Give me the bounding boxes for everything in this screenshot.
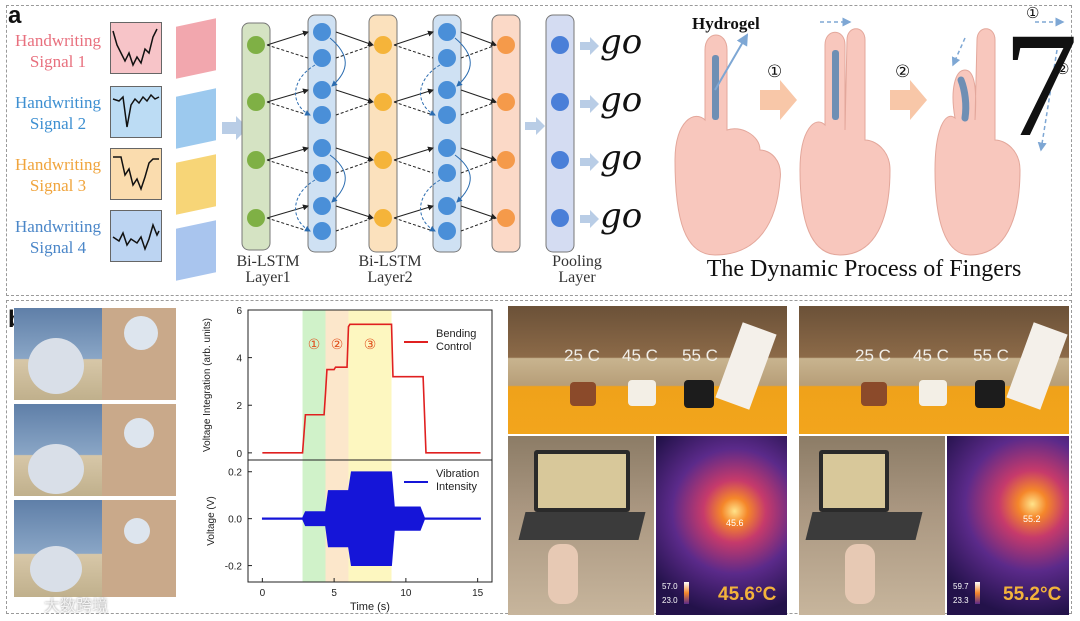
lab-photo-1 xyxy=(508,436,654,615)
thermal-photo-1: 45.6 57.0 23.0 45.6°C xyxy=(656,436,787,615)
output-go-3: go xyxy=(600,138,643,178)
thermal-scale-lo-1: 23.0 xyxy=(662,596,678,605)
vr-cup-scene-2: 25 C 45 C 55 C xyxy=(799,306,1069,434)
bending-ytick-label-3: 6 xyxy=(236,306,242,317)
thermal-spot-2: 55.2 xyxy=(1023,514,1041,524)
cup-black-2 xyxy=(975,380,1005,408)
hand-1 xyxy=(674,33,781,256)
vr-photo-1 xyxy=(14,308,176,400)
bilstm-layer2-label: Bi-LSTM Layer2 xyxy=(358,253,422,286)
thermal-colorbar-1 xyxy=(684,582,689,604)
cup-temp-45-1: 45 C xyxy=(622,346,658,365)
vibration-ytick-label-1: 0.0 xyxy=(228,515,242,526)
region-label-2: ② xyxy=(331,337,344,353)
signal-label-4: Handwriting Signal 4 xyxy=(15,217,101,257)
signal-label-3: Handwriting Signal 3 xyxy=(15,155,101,195)
xtick-label-2: 10 xyxy=(400,588,412,599)
bending-ytick-label-1: 2 xyxy=(236,401,242,412)
cup-temp-45-2: 45 C xyxy=(913,346,949,365)
network-diagram xyxy=(176,14,599,281)
cup-temp-55-2: 55 C xyxy=(973,346,1009,365)
thermal-scale-hi-2: 59.7 xyxy=(953,582,969,591)
bending-y-axis-label: Voltage Integration (arb. units) xyxy=(202,318,213,452)
watermark: 大数跨境 xyxy=(44,596,109,615)
vibration-ytick-label-2: -0.2 xyxy=(225,562,243,573)
thermal-spot-1: 45.6 xyxy=(726,518,744,528)
vr-photo-2 xyxy=(14,404,176,496)
thermal-reading-2: 55.2°C xyxy=(1003,584,1062,605)
thermal-reading-1: 45.6°C xyxy=(718,584,777,605)
cup-temp-25-1: 25 C xyxy=(564,346,600,365)
bilstm-layer1-label: Bi-LSTM Layer1 xyxy=(236,253,300,286)
bending-ytick-label-2: 4 xyxy=(236,354,242,365)
cup-black-1 xyxy=(684,380,714,408)
hand-2 xyxy=(799,17,891,256)
signal-plot-3 xyxy=(110,148,162,200)
output-go-2: go xyxy=(600,80,643,120)
x-axis-label: Time (s) xyxy=(350,601,390,613)
cup-white-1 xyxy=(628,380,656,406)
vibration-y-axis-label: Voltage (V) xyxy=(206,496,217,545)
panel-a-label: a xyxy=(8,2,22,29)
signal-label-2: Handwriting Signal 2 xyxy=(15,93,101,133)
cup-brown-2 xyxy=(861,382,887,406)
bending-series-line xyxy=(262,323,481,454)
hand-3 xyxy=(934,28,1021,256)
xtick-label-3: 15 xyxy=(472,588,484,599)
signal-plot-4 xyxy=(110,210,162,262)
step-2-marker: ② xyxy=(895,62,911,81)
region-label-1: ① xyxy=(308,337,321,353)
thermal-colorbar-2 xyxy=(975,582,980,604)
seven-step-1: ① xyxy=(1026,5,1040,22)
bending-legend-line-2: Control xyxy=(436,341,471,353)
panel-a xyxy=(6,5,1072,296)
grid-pattern-blue xyxy=(176,88,216,149)
step-1-marker: ① xyxy=(767,62,783,81)
cup-brown-1 xyxy=(570,382,596,406)
hydrogel-label: Hydrogel xyxy=(692,14,760,33)
pooling-layer-label: Pooling Layer xyxy=(552,253,602,286)
grid-pattern-blue-2 xyxy=(176,220,216,281)
region-label-3: ③ xyxy=(364,337,377,353)
cup-temp-25-2: 25 C xyxy=(855,346,891,365)
finger-process-illustration xyxy=(674,17,1065,256)
vibration-ytick-label-0: 0.2 xyxy=(228,468,242,479)
thermal-photo-2: 55.2 59.7 23.3 55.2°C xyxy=(947,436,1069,615)
thermal-scale-lo-2: 23.3 xyxy=(953,596,969,605)
grid-pattern-yellow xyxy=(176,154,216,215)
vibration-plot-frame xyxy=(247,459,493,583)
vibration-series-band xyxy=(261,471,481,566)
vibration-legend-line-2: Intensity xyxy=(436,481,477,493)
seven-step-2: ② xyxy=(1056,61,1070,78)
signal-plot-2 xyxy=(110,86,162,138)
vr-cup-scene-1: 25 C 45 C 55 C xyxy=(508,306,787,434)
vibration-legend-line-1: Vibration xyxy=(436,468,479,480)
bending-ytick-label-0: 0 xyxy=(236,449,242,460)
cup-white-2 xyxy=(919,380,947,406)
output-go-4: go xyxy=(600,196,643,236)
bending-legend-line-1: Bending xyxy=(436,328,476,340)
lab-photo-2 xyxy=(799,436,945,615)
grid-pattern-red xyxy=(176,18,216,79)
fingers-title: The Dynamic Process of Fingers xyxy=(706,256,1022,282)
output-go-1: go xyxy=(600,22,643,62)
thermal-scale-hi-1: 57.0 xyxy=(662,582,678,591)
cup-temp-55-1: 55 C xyxy=(682,346,718,365)
signal-label-1: Handwriting Signal 1 xyxy=(15,31,101,71)
vr-photo-3 xyxy=(14,500,176,597)
xtick-label-0: 0 xyxy=(260,588,266,599)
xtick-label-1: 5 xyxy=(331,588,337,599)
signal-plot-1 xyxy=(110,22,162,74)
digit-seven: 7 xyxy=(1003,2,1078,168)
